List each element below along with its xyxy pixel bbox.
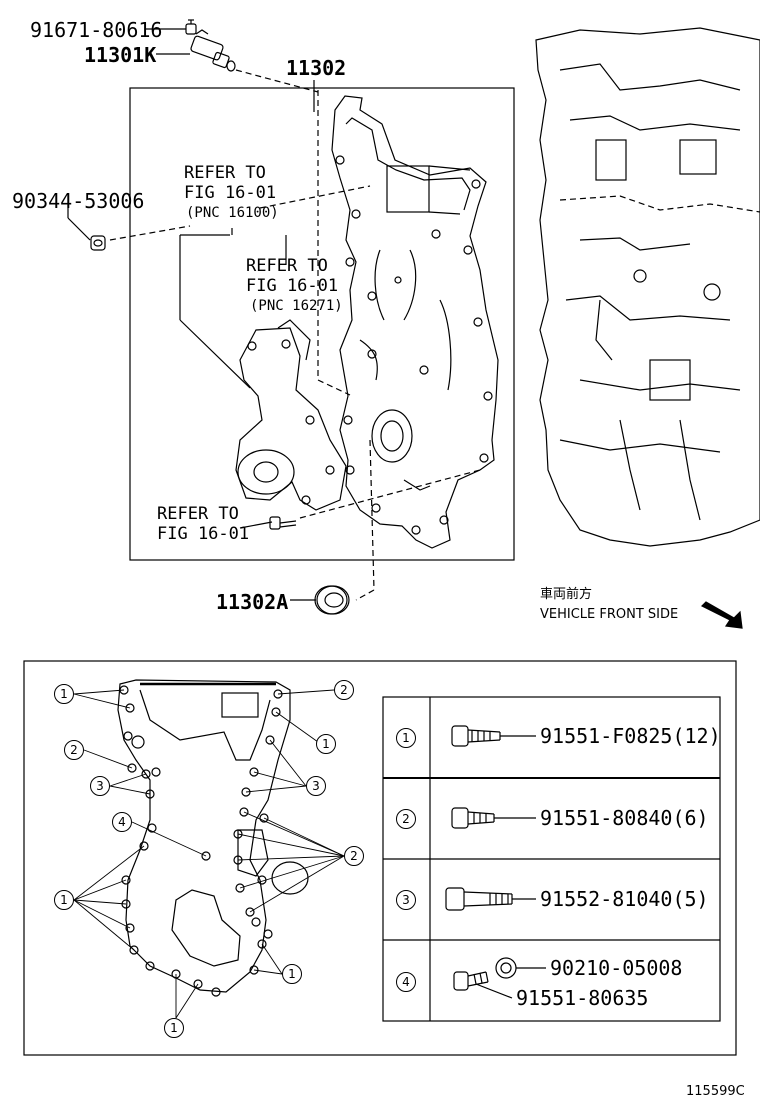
table-part-1: 91551-F0825(12) [540,724,721,748]
table-key-4: 4 [396,972,416,992]
refer-note-2-line2: FIG 16-01 [246,276,339,296]
part-number-timing-cover: 11302 [286,56,347,80]
table-key-1: 1 [396,728,416,748]
callout-3: 3 [306,776,326,796]
bolt-location-frame [23,660,737,1056]
callout-leaders [73,689,345,1019]
flange-bolt-icon [451,807,536,829]
table-part-2: 91551-80840(6) [540,806,709,830]
callout-4: 4 [112,812,132,832]
callout-1: 1 [54,684,74,704]
refer-note-2-line1: REFER TO [246,256,328,276]
figure-id: 115599C [686,1084,745,1099]
plug-drawing [90,235,106,251]
flange-bolt-icon [445,887,536,911]
callout-2: 2 [334,680,354,700]
refer-note-1-line1: REFER TO [184,163,266,183]
sensor-bolt-drawing [185,19,197,35]
crank-position-sensor-drawing [190,29,236,72]
refer-note-2-line3: (PNC 16271) [250,298,343,314]
callout-2: 2 [64,740,84,760]
assembly-frame [129,87,515,561]
refer-note-1-line2: FIG 16-01 [184,183,277,203]
callout-1: 1 [54,890,74,910]
refer-note-3-line2: FIG 16-01 [157,524,250,544]
refer-bolt-drawing [269,516,297,530]
refer-note-1-line3: (PNC 16100) [186,205,279,221]
callout-1: 1 [282,964,302,984]
engine-block-drawing [535,27,760,547]
timing-cover-drawing [331,95,499,549]
part-number-sensor-bolt: 91671-80616 [30,18,163,42]
callout-1: 1 [316,734,336,754]
bolt-with-washer-icon [453,957,546,999]
table-part-4-washer: 90210-05008 [550,956,683,980]
cover-bolt-location-drawing [117,679,309,997]
callout-3: 3 [90,776,110,796]
front-direction-arrow-icon [700,601,743,629]
table-part-3: 91552-81040(5) [540,887,709,911]
water-pump-drawing [235,319,347,511]
table-key-3: 3 [396,890,416,910]
part-number-plug: 90344-53006 [12,189,145,213]
refer-note-3-line1: REFER TO [157,504,239,524]
table-key-2: 2 [396,809,416,829]
part-number-oil-seal: 11302A [216,590,289,614]
vehicle-front-side-en: VEHICLE FRONT SIDE [540,607,679,622]
flange-bolt-icon [451,725,536,747]
vehicle-front-side-jp: 車両前方 [540,587,593,602]
part-number-sensor: 11301K [84,43,157,67]
callout-1: 1 [164,1018,184,1038]
callout-2: 2 [344,846,364,866]
table-part-4-bolt: 91551-80635 [516,986,649,1010]
oil-seal-drawing [314,585,350,615]
